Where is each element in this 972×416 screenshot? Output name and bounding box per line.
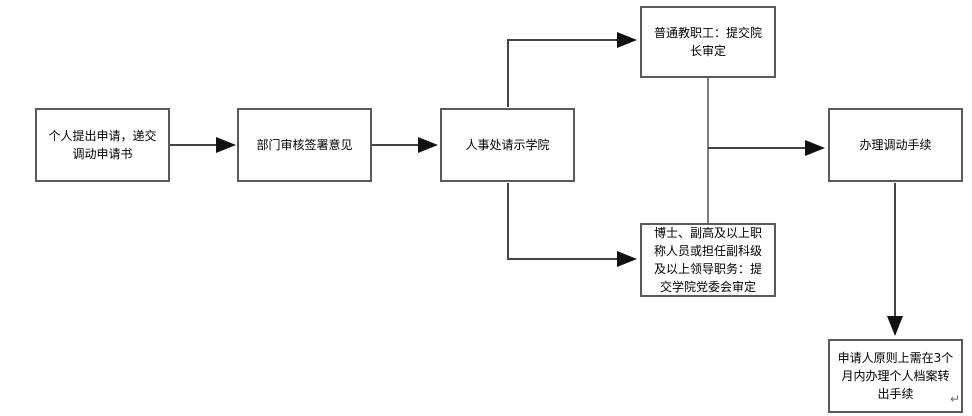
flow-node-department-review: 部门审核签署意见 [237, 108, 372, 182]
paragraph-return-mark: ↵ [950, 392, 961, 406]
flow-node-individual-application: 个人提出申请，递交 调动申请书 [35, 108, 170, 182]
edge-hr-to-ordinary-staff-arrow [507, 32, 637, 107]
flow-node-label: 部门审核签署意见 [256, 138, 353, 152]
flow-node-senior-staff-party-committee-approval: 博士、副高及以上职 称人员或担任副科级 及以上领导职务：提 交学院党委会审定 [640, 223, 776, 297]
flow-node-label: 个人提出申请，递交 调动申请书 [48, 129, 157, 161]
flow-node-label: 普通教职工：提交院 长审定 [653, 26, 762, 58]
flow-node-label: 人事处请示学院 [465, 138, 550, 152]
flow-node-label: 办理调动手续 [859, 138, 932, 152]
edge-hr-to-senior-staff-arrow [507, 183, 637, 267]
flow-node-transfer-procedures: 办理调动手续 [828, 108, 963, 182]
flow-node-label: 申请人原则上需在3个 月内办理个人档案转 出手续 [837, 351, 954, 401]
flow-node-hr-consult-college: 人事处请示学院 [440, 108, 575, 182]
flow-node-archive-transfer: 申请人原则上需在3个 月内办理个人档案转 出手续 [828, 339, 963, 413]
flow-node-ordinary-staff-dean-approval: 普通教职工：提交院 长审定 [640, 6, 776, 78]
flow-node-label: 博士、副高及以上职 称人员或担任副科级 及以上领导职务：提 交学院党委会审定 [653, 226, 762, 294]
